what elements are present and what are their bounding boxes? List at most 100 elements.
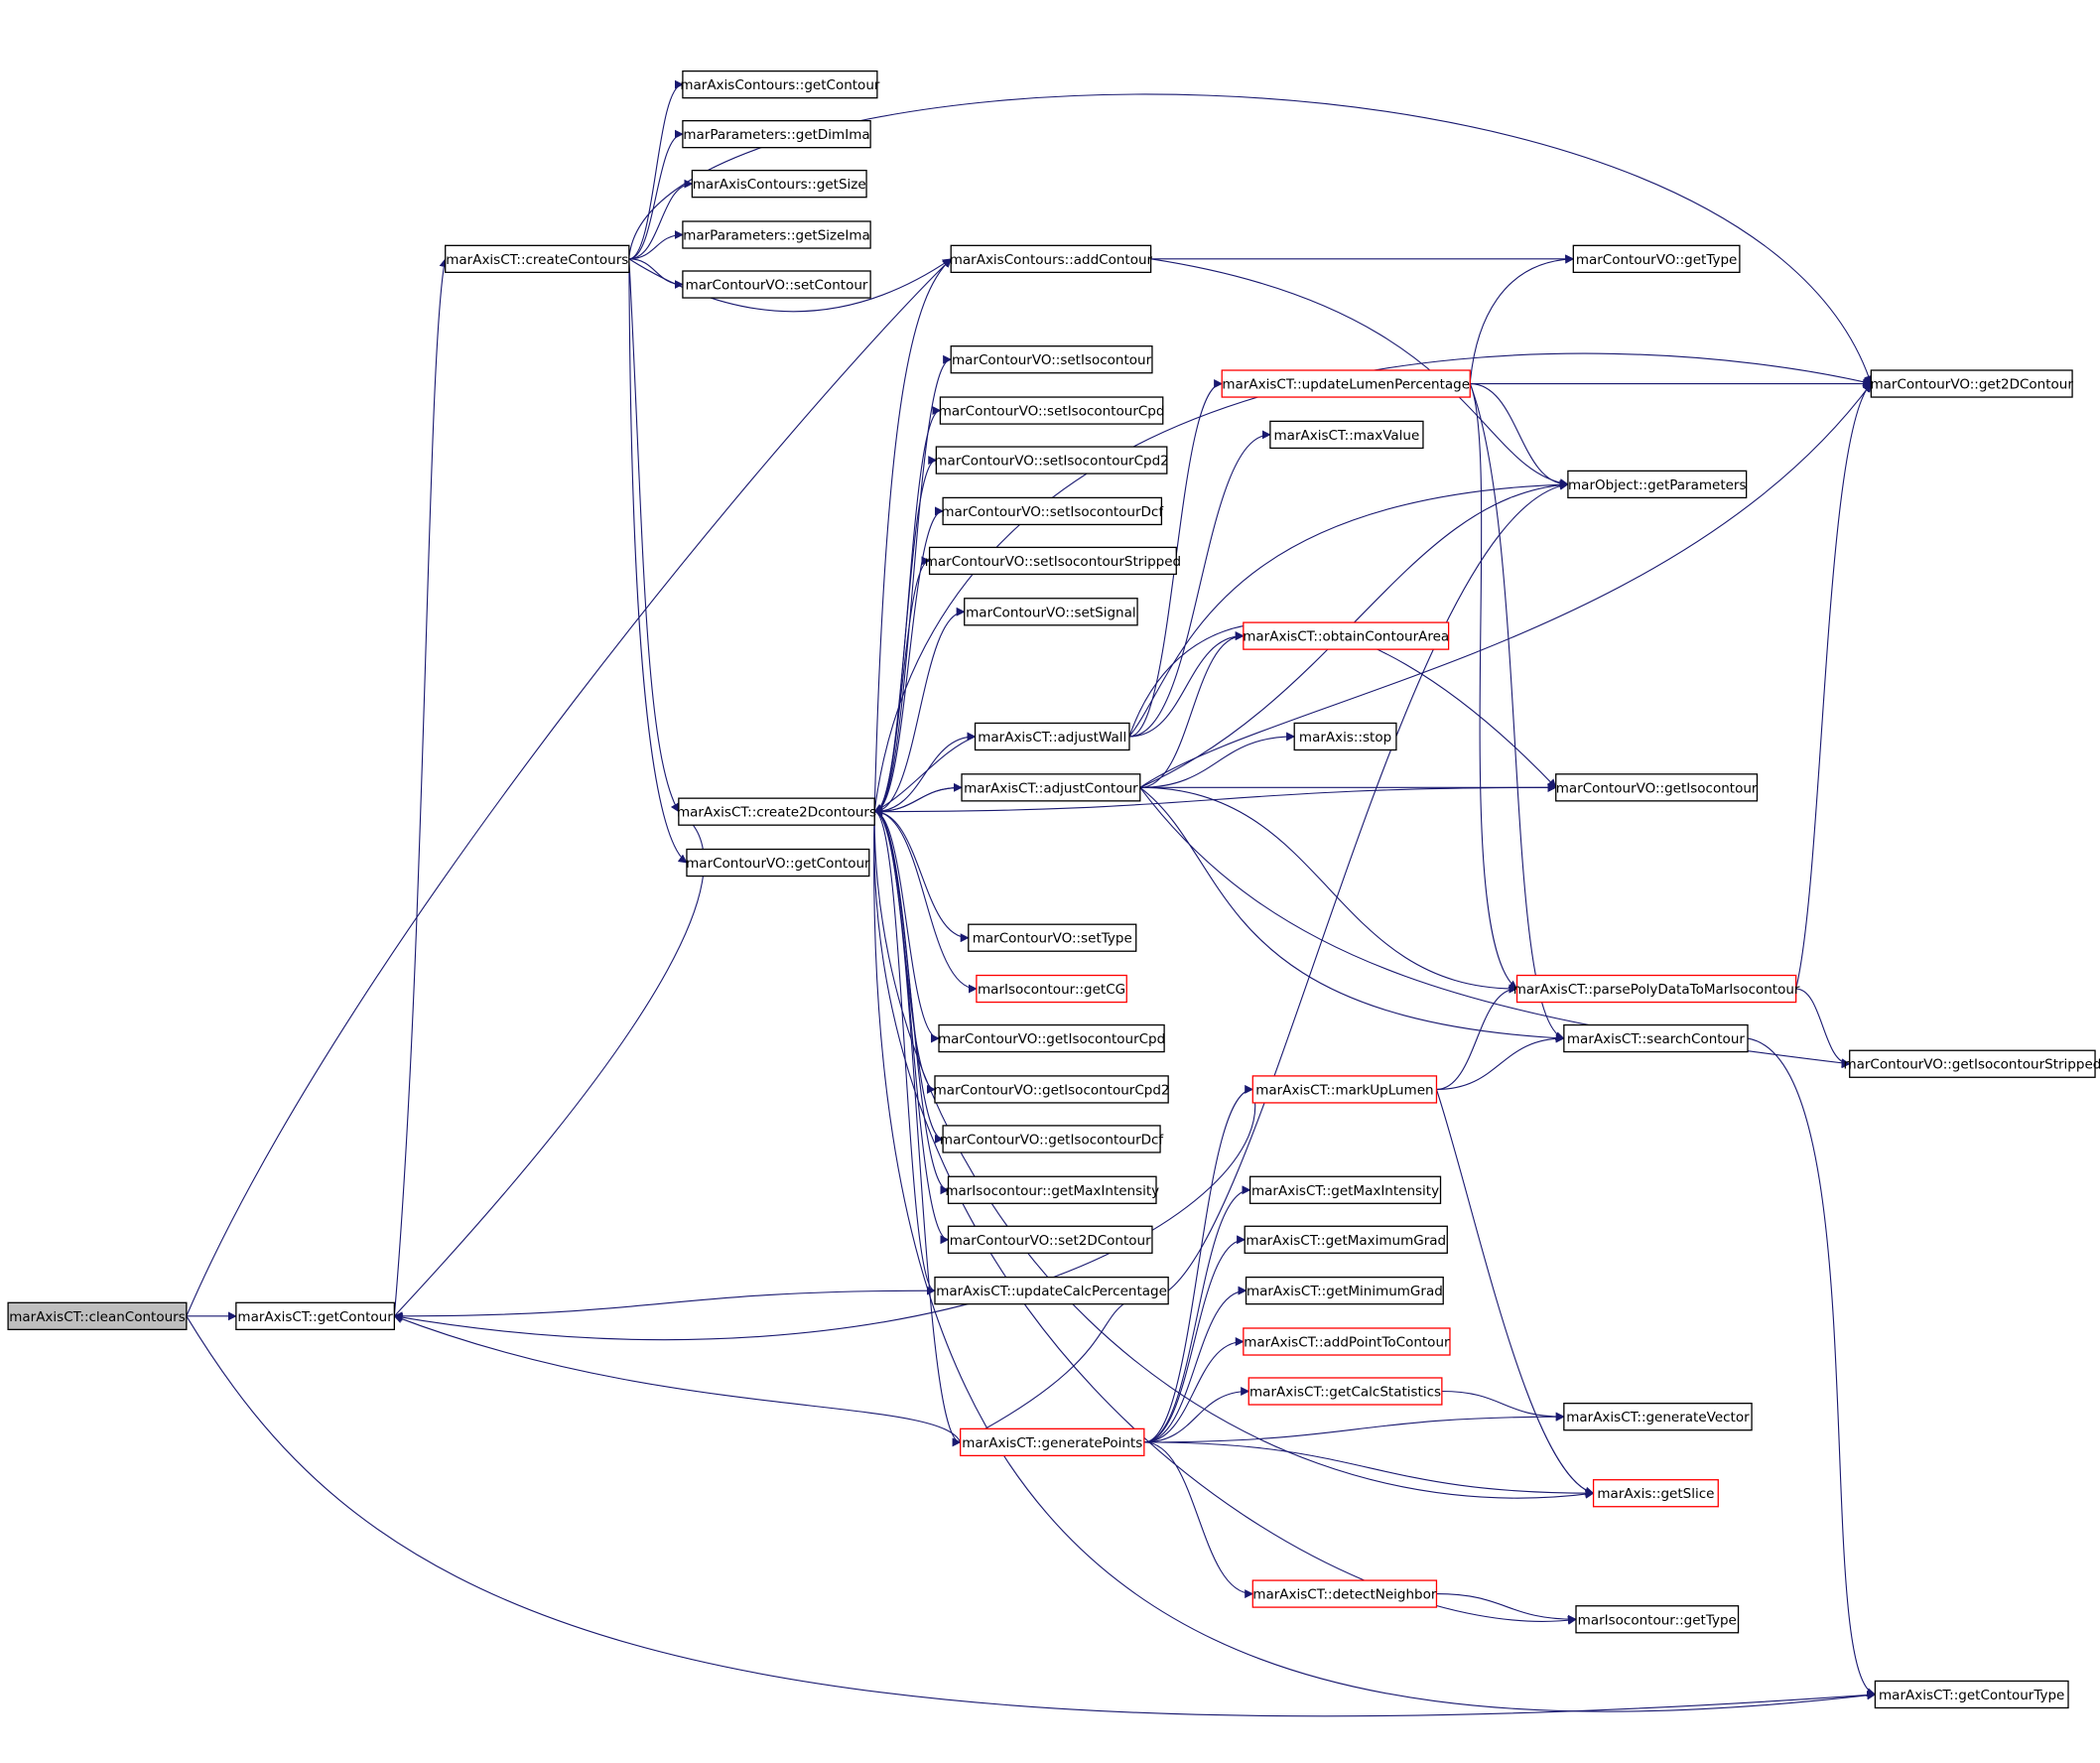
function-node-createContours[interactable]: marAxisCT::createContours: [445, 244, 630, 274]
call-edge-create2D-to-getCG: [874, 811, 978, 994]
function-node-getContourCT[interactable]: marAxisCT::getContour: [235, 1301, 395, 1330]
node-box: [1567, 470, 1748, 499]
node-label: marAxisCT::generateVector: [1566, 1410, 1750, 1425]
function-node-addContour[interactable]: marAxisContours::addContour: [950, 244, 1153, 274]
function-node-stop[interactable]: marAxis::stop: [1293, 722, 1397, 751]
function-node-getParams[interactable]: marObject::getParameters: [1567, 470, 1748, 499]
node-box: [1592, 1479, 1719, 1508]
function-node-detectN[interactable]: marAxisCT::detectNeighbor: [1251, 1579, 1438, 1608]
function-node-getTypeVO[interactable]: marContourVO::getType: [1572, 244, 1741, 274]
call-edge-adjustContour-to-get2D: [1139, 382, 1872, 788]
node-box: [1575, 1605, 1740, 1634]
function-node-minGrad[interactable]: marAxisCT::getMinimumGrad: [1245, 1276, 1444, 1305]
call-edge-createContours-to-setContour: [628, 258, 684, 290]
node-label: marContourVO::set2DContour: [950, 1233, 1151, 1249]
function-node-calcStats[interactable]: marAxisCT::getCalcStatistics: [1247, 1377, 1443, 1406]
node-label: marAxisCT::getContourType: [1879, 1688, 2064, 1703]
node-label: marAxisCT::updateLumenPercentage: [1222, 377, 1470, 393]
function-node-updateCalc[interactable]: marAxisCT::updateCalcPercentage: [934, 1276, 1169, 1305]
node-label: marContourVO::getIsocontourCpd2: [934, 1082, 1170, 1098]
function-node-getCG[interactable]: marIsocontour::getCG: [976, 974, 1127, 1004]
function-node-create2D[interactable]: marAxisCT::create2Dcontours: [677, 797, 876, 826]
node-label: marContourVO::getIsocontourDcf: [940, 1132, 1165, 1148]
function-node-updateLumen[interactable]: marAxisCT::updateLumenPercentage: [1221, 369, 1471, 398]
call-edge-create2D-to-setIsoStripped: [874, 556, 931, 813]
call-edge-adjustContour-to-getParams: [1139, 480, 1569, 788]
node-box: [1248, 1175, 1442, 1204]
call-edge-createContours-to-addContour: [628, 258, 952, 313]
call-edge-adjustWall-to-maxValue: [1128, 430, 1271, 738]
function-node-setIsoCpd2[interactable]: marContourVO::setIsocontourCpd2: [934, 446, 1169, 475]
function-node-maxGrad[interactable]: marAxisCT::getMaximumGrad: [1244, 1225, 1448, 1254]
function-node-cvoGetContour[interactable]: marContourVO::getContour: [686, 848, 870, 878]
node-label: marAxisCT::getMinimumGrad: [1247, 1284, 1443, 1299]
call-edge-adjustContour-to-parsePoly: [1139, 786, 1518, 994]
call-edge-parsePoly-to-getIsoStripped: [1795, 988, 1851, 1069]
node-label: marAxisContours::addContour: [950, 252, 1153, 268]
function-node-addPoint[interactable]: marAxisCT::addPointToContour: [1243, 1327, 1451, 1356]
node-label: marAxisCT::getMaxIntensity: [1251, 1183, 1439, 1199]
function-node-adjustWall[interactable]: marAxisCT::adjustWall: [974, 722, 1130, 751]
function-node-setIsoCpd[interactable]: marContourVO::setIsocontourCpd: [939, 396, 1165, 425]
node-box: [934, 1075, 1169, 1104]
function-node-cleanContours[interactable]: marAxisCT::cleanContours: [7, 1301, 188, 1330]
call-edge-genPoints-to-calcStats: [1143, 1387, 1250, 1443]
node-box: [682, 119, 871, 149]
function-node-getIsoStripped[interactable]: marContourVO::getIsocontourStripped: [1843, 1049, 2100, 1078]
function-node-setIsoStripped[interactable]: marContourVO::setIsocontourStripped: [925, 546, 1181, 576]
call-edge-create2D-to-setIsocontour: [874, 354, 953, 813]
call-edge-create2D-to-isoMaxInt: [874, 811, 950, 1195]
function-node-ctMaxInt[interactable]: marAxisCT::getMaxIntensity: [1248, 1175, 1442, 1204]
function-node-markUp[interactable]: marAxisCT::markUpLumen: [1251, 1075, 1438, 1104]
function-node-setType[interactable]: marContourVO::setType: [968, 923, 1137, 952]
node-box: [1269, 420, 1424, 450]
function-node-getIsoCpd2[interactable]: marContourVO::getIsocontourCpd2: [934, 1075, 1170, 1104]
call-edge-create2D-to-isoGetType: [873, 811, 1577, 1625]
node-box: [1870, 369, 2073, 398]
call-edge-updateLumen-to-getTypeVO: [1469, 254, 1575, 384]
function-node-getSizeIma[interactable]: marParameters::getSizeIma: [682, 220, 871, 249]
function-node-axGetSize[interactable]: marAxisContours::getSize: [691, 169, 867, 199]
function-node-axGetContour[interactable]: marAxisContours::getContour: [680, 69, 880, 99]
function-node-isoGetType[interactable]: marIsocontour::getType: [1575, 1605, 1740, 1634]
function-node-getIsoDcf[interactable]: marContourVO::getIsocontourDcf: [940, 1125, 1165, 1153]
node-box: [1293, 722, 1397, 751]
function-node-set2D[interactable]: marContourVO::set2DContour: [947, 1225, 1153, 1254]
function-node-setIsoDcf[interactable]: marContourVO::setIsocontourDcf: [941, 496, 1164, 526]
call-edge-create2D-to-updateCalc: [873, 811, 936, 1295]
function-node-obtainArea[interactable]: marAxisCT::obtainContourArea: [1243, 621, 1450, 650]
node-label: marAxis::stop: [1299, 730, 1391, 746]
node-label: marAxisCT::adjustWall: [978, 730, 1126, 746]
function-node-setSignal[interactable]: marContourVO::setSignal: [964, 598, 1138, 626]
function-node-getIso[interactable]: marContourVO::getIsocontour: [1555, 773, 1759, 802]
node-box: [974, 722, 1130, 751]
node-box: [686, 848, 870, 878]
function-node-maxValue[interactable]: marAxisCT::maxValue: [1269, 420, 1424, 450]
function-node-searchC[interactable]: marAxisCT::searchContour: [1563, 1023, 1749, 1053]
function-node-adjustContour[interactable]: marAxisCT::adjustContour: [961, 773, 1141, 802]
function-node-parsePoly[interactable]: marAxisCT::parsePolyDataToMarIsocontour: [1513, 974, 1800, 1004]
node-box: [691, 169, 867, 199]
call-edge-create2D-to-genPoints: [874, 811, 962, 1447]
node-box: [928, 546, 1177, 576]
function-node-genVector[interactable]: marAxisCT::generateVector: [1563, 1403, 1753, 1431]
node-label: marAxisCT::getCalcStatistics: [1249, 1385, 1441, 1401]
function-node-get2D[interactable]: marContourVO::get2DContour: [1870, 369, 2073, 398]
node-label: marAxisCT::detectNeighbor: [1252, 1587, 1437, 1603]
function-node-getDimIma[interactable]: marParameters::getDimIma: [682, 119, 871, 149]
node-box: [682, 69, 878, 99]
function-node-setContour[interactable]: marContourVO::setContour: [682, 270, 871, 299]
function-node-getSlice[interactable]: marAxis::getSlice: [1592, 1479, 1719, 1508]
node-label: marContourVO::getIsocontour: [1556, 780, 1758, 796]
function-node-getIsoCpd[interactable]: marContourVO::getIsocontourCpd: [938, 1023, 1165, 1053]
call-edge-create2D-to-getCType: [873, 811, 1877, 1712]
call-edge-genPoints-to-addPoint: [1143, 1337, 1245, 1443]
node-box: [1251, 1579, 1438, 1608]
function-node-setIsocontour[interactable]: marContourVO::setIsocontour: [950, 345, 1153, 374]
function-node-genPoints[interactable]: marAxisCT::generatePoints: [960, 1427, 1145, 1457]
function-node-getCType[interactable]: marAxisCT::getContourType: [1874, 1680, 2069, 1709]
call-edge-genPoints-to-maxGrad: [1143, 1235, 1247, 1443]
function-node-isoMaxInt[interactable]: marIsocontour::getMaxIntensity: [945, 1175, 1159, 1204]
